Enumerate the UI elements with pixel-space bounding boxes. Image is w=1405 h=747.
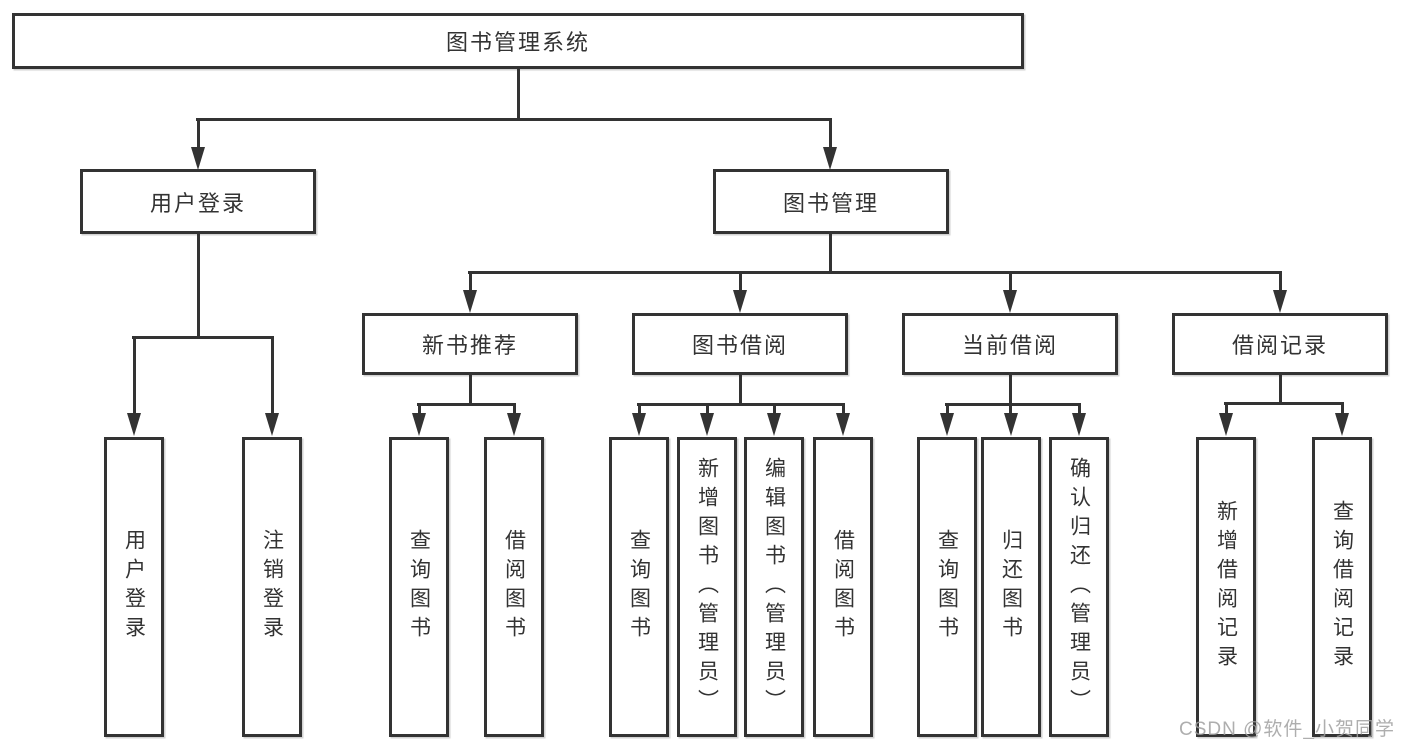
leaf-label: 借阅图书 — [831, 529, 855, 645]
leaf-return-book: 归还图书 — [981, 437, 1041, 737]
leaf-borrow-book: 借阅图书 — [813, 437, 873, 737]
node-root-library-system: 图书管理系统 — [12, 13, 1024, 69]
connector-drop-leaf — [638, 406, 641, 415]
node-label: 用户登录 — [149, 190, 246, 216]
arrow-down-icon — [836, 413, 850, 436]
leaf-label: 新增借阅记录 — [1214, 500, 1238, 674]
connector-drop-leaf — [706, 406, 709, 415]
connector-current-borrow-bus — [945, 403, 1081, 406]
arrow-down-icon — [823, 147, 837, 170]
leaf-add-borrow-record: 新增借阅记录 — [1196, 437, 1256, 737]
connector-drop-leaf — [1078, 406, 1081, 415]
connector-root-bus — [196, 118, 832, 121]
leaf-label: 查询图书 — [935, 529, 959, 645]
connector-drop-leaf — [842, 406, 845, 415]
connector-borrow-record-stem — [1279, 375, 1282, 405]
node-borrow-record: 借阅记录 — [1172, 313, 1388, 375]
connector-drop-level2 — [469, 274, 472, 292]
leaf-label: 查询借阅记录 — [1330, 500, 1354, 674]
arrow-down-icon — [767, 413, 781, 436]
leaf-label: 确认归还（管理员） — [1067, 456, 1091, 718]
connector-borrow-record-bus — [1224, 402, 1344, 405]
arrow-down-icon — [127, 413, 141, 436]
leaf-query-book-recommend: 查询图书 — [389, 437, 449, 737]
leaf-user-login: 用户登录 — [104, 437, 164, 737]
leaf-edit-book-admin: 编辑图书（管理员） — [744, 437, 804, 737]
connector-new-book-bus — [417, 403, 516, 406]
connector-drop-leaf — [418, 406, 421, 415]
node-new-book-recommend: 新书推荐 — [362, 313, 578, 375]
connector-drop-leaf — [271, 339, 274, 415]
leaf-label: 新增图书（管理员） — [695, 456, 719, 718]
leaf-borrow-book-recommend: 借阅图书 — [484, 437, 544, 737]
leaf-logout: 注销登录 — [242, 437, 302, 737]
arrow-down-icon — [1003, 290, 1017, 313]
connector-book-mgmt-bus — [468, 271, 1282, 274]
connector-drop-leaf — [1225, 405, 1228, 415]
leaf-add-book-admin: 新增图书（管理员） — [677, 437, 737, 737]
leaf-label: 注销登录 — [260, 529, 284, 645]
arrow-down-icon — [1072, 413, 1086, 436]
connector-user-login-bus — [132, 336, 274, 339]
arrow-down-icon — [1273, 290, 1287, 313]
connector-drop-leaf — [946, 406, 949, 415]
leaf-label: 编辑图书（管理员） — [762, 456, 786, 718]
node-label: 图书管理 — [782, 190, 879, 216]
leaf-label: 借阅图书 — [502, 529, 526, 645]
leaf-label: 查询图书 — [407, 529, 431, 645]
arrow-down-icon — [733, 290, 747, 313]
node-book-management: 图书管理 — [713, 169, 949, 234]
arrow-down-icon — [507, 413, 521, 436]
node-user-login: 用户登录 — [80, 169, 316, 234]
leaf-confirm-return-admin: 确认归还（管理员） — [1049, 437, 1109, 737]
node-label: 图书借阅 — [691, 333, 788, 358]
connector-drop-book-mgmt — [829, 121, 832, 149]
connector-drop-leaf — [513, 406, 516, 415]
connector-book-borrow-bus — [637, 403, 845, 406]
connector-drop-level2 — [1009, 274, 1012, 292]
arrow-down-icon — [463, 290, 477, 313]
arrow-down-icon — [191, 147, 205, 170]
arrow-down-icon — [1335, 413, 1349, 436]
node-label: 图书管理系统 — [445, 30, 590, 55]
arrow-down-icon — [940, 413, 954, 436]
node-label: 借阅记录 — [1231, 333, 1328, 358]
node-current-borrow: 当前借阅 — [902, 313, 1118, 375]
connector-drop-level2 — [739, 274, 742, 292]
connector-drop-leaf — [133, 339, 136, 415]
arrow-down-icon — [700, 413, 714, 436]
leaf-query-book-current: 查询图书 — [917, 437, 977, 737]
arrow-down-icon — [265, 413, 279, 436]
connector-current-borrow-stem — [1009, 375, 1012, 417]
connector-user-login-stem — [197, 234, 200, 338]
connector-book-mgmt-stem — [829, 234, 832, 274]
connector-drop-leaf — [1341, 405, 1344, 415]
leaf-label: 查询图书 — [627, 529, 651, 645]
connector-drop-leaf — [773, 406, 776, 415]
leaf-query-book-borrow: 查询图书 — [609, 437, 669, 737]
connector-new-book-stem — [469, 375, 472, 406]
arrow-down-icon — [412, 413, 426, 436]
leaf-query-borrow-record: 查询借阅记录 — [1312, 437, 1372, 737]
connector-root-stem — [517, 69, 520, 121]
arrow-down-icon — [1219, 413, 1233, 436]
leaf-label: 用户登录 — [122, 529, 146, 645]
csdn-watermark: CSDN @软件_小贺同学 — [1179, 719, 1395, 740]
arrow-down-icon — [632, 413, 646, 436]
leaf-label: 归还图书 — [999, 529, 1023, 645]
node-label: 新书推荐 — [421, 333, 518, 358]
connector-book-borrow-stem — [739, 375, 742, 406]
node-book-borrow: 图书借阅 — [632, 313, 848, 375]
node-label: 当前借阅 — [961, 333, 1058, 358]
arrow-down-icon — [1004, 413, 1018, 436]
connector-drop-level2 — [1279, 274, 1282, 292]
connector-drop-user-login — [197, 121, 200, 149]
